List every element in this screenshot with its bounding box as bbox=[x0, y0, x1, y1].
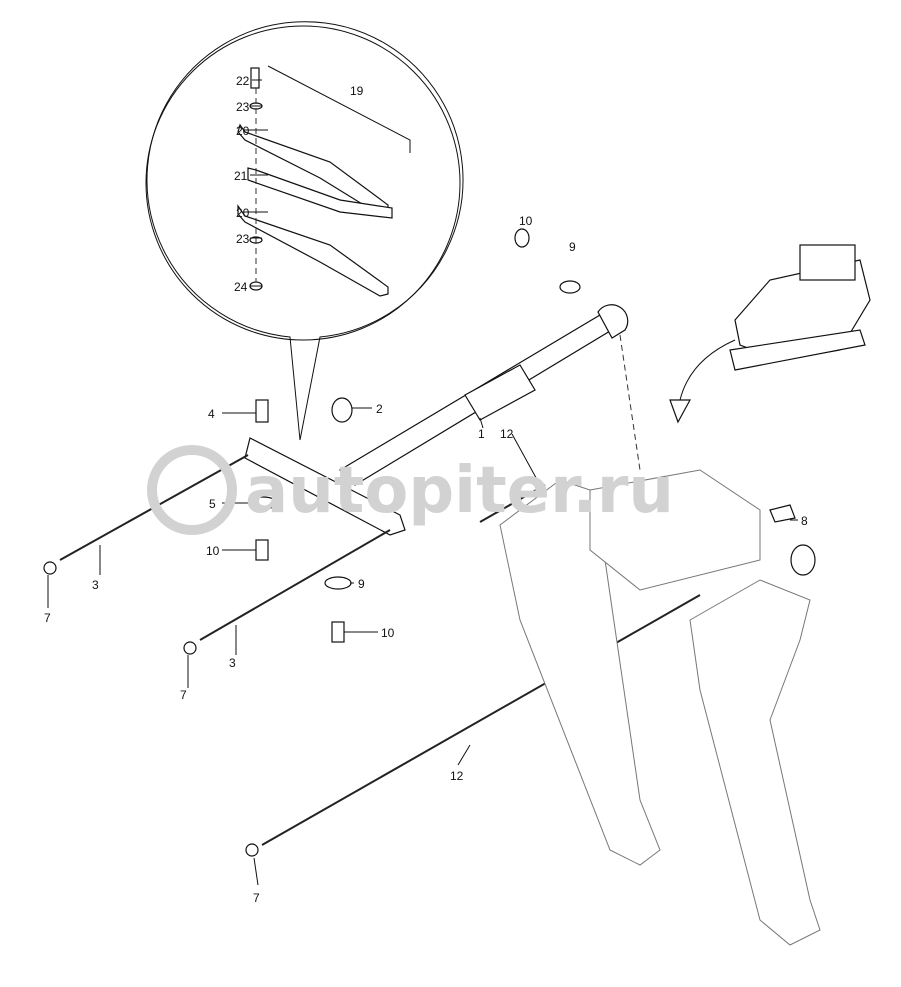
callout-2: 2 bbox=[376, 402, 383, 416]
callout-9: 9 bbox=[569, 240, 576, 254]
callout-19: 19 bbox=[350, 84, 364, 98]
callout-10: 10 bbox=[381, 626, 395, 640]
callout-12: 12 bbox=[500, 427, 514, 441]
link-plates bbox=[237, 65, 411, 297]
callout-24: 24 bbox=[234, 280, 248, 294]
callout-12: 12 bbox=[450, 769, 464, 783]
callout-21: 21 bbox=[234, 169, 248, 183]
callout-3: 3 bbox=[92, 578, 99, 592]
machine-thumbnail bbox=[669, 244, 871, 424]
machine-frame bbox=[499, 334, 821, 946]
callout-10: 10 bbox=[206, 544, 220, 558]
callout-20: 20 bbox=[236, 206, 250, 220]
callout-4: 4 bbox=[208, 407, 215, 421]
watermark-text: autopiter.ru bbox=[245, 454, 674, 528]
callout-22: 22 bbox=[236, 74, 250, 88]
watermark-logo: autopiter.ru bbox=[147, 445, 674, 535]
callout-7: 7 bbox=[44, 611, 51, 625]
callout-5: 5 bbox=[209, 497, 216, 511]
callout-8: 8 bbox=[801, 514, 808, 528]
callouts: 22 23 20 21 20 23 24 19 10 9 4 2 1 12 5 … bbox=[44, 74, 808, 905]
callout-23: 23 bbox=[236, 100, 250, 114]
callout-1: 1 bbox=[478, 427, 485, 441]
callout-3: 3 bbox=[229, 656, 236, 670]
callout-20: 20 bbox=[236, 124, 250, 138]
callout-7: 7 bbox=[253, 891, 260, 905]
callout-7: 7 bbox=[180, 688, 187, 702]
callout-23: 23 bbox=[236, 232, 250, 246]
callout-10: 10 bbox=[519, 214, 533, 228]
callout-9: 9 bbox=[358, 577, 365, 591]
hydraulic-cylinder bbox=[255, 228, 629, 486]
detail-circle bbox=[145, 21, 464, 441]
